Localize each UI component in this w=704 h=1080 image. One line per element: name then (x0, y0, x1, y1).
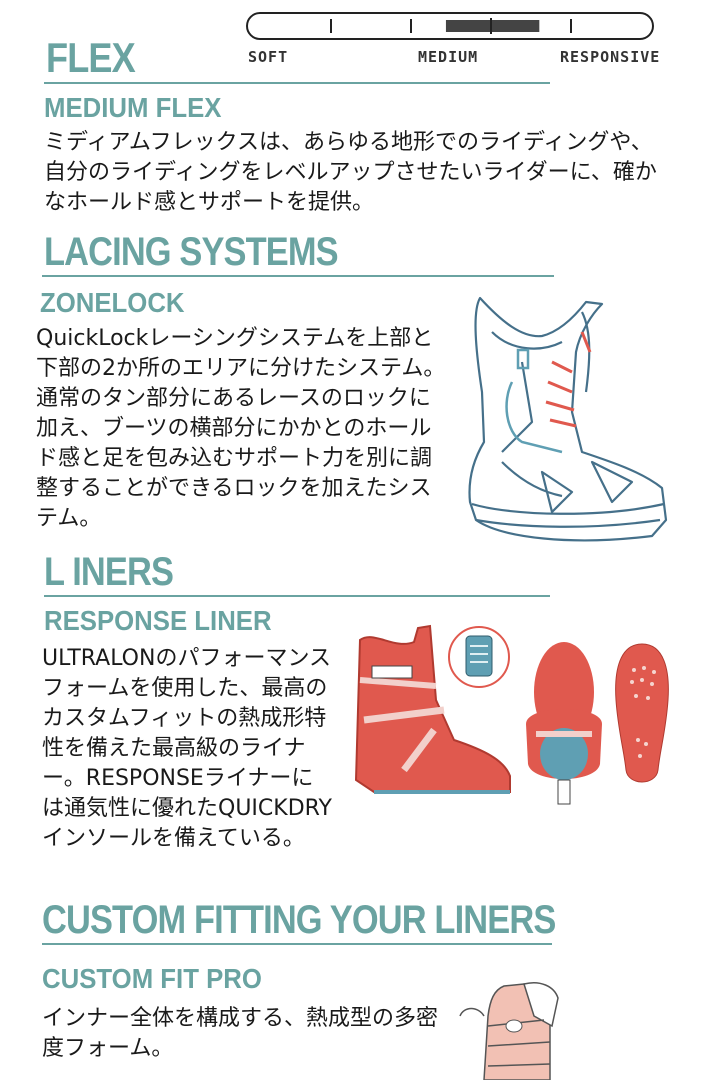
flex-level-fill (445, 20, 540, 32)
flex-description: ミディアムフレックスは、あらゆる地形でのライディングや、自分のライディングをレベ… (44, 130, 657, 215)
liner-topdown-icon (526, 642, 602, 805)
flex-label-soft: SOFT (248, 48, 289, 66)
custom-fit-liner-icon (459, 982, 559, 1080)
lacing-heading: LACING SYSTEMS (44, 230, 339, 274)
custom-divider (42, 943, 552, 945)
flex-label-responsive: RESPONSIVE (560, 48, 661, 66)
flex-scale-bar (246, 12, 654, 40)
flex-subheading: MEDIUM FLEX (44, 92, 222, 123)
insole-icon (615, 643, 669, 783)
lacing-subheading: ZONELOCK (40, 287, 185, 318)
liners-divider (44, 595, 550, 597)
liners-heading: L INERS (44, 550, 174, 594)
flex-divider (44, 82, 550, 84)
liners-subheading: RESPONSE LINER (44, 605, 272, 636)
flex-heading: FLEX (46, 34, 136, 81)
liner-detail-circle-icon (448, 626, 510, 688)
boot-liner-icon (354, 624, 511, 794)
liners-description: ULTRALONのパフォーマンスフォームを使用した、最高のカスタムフィットの熱成… (42, 646, 332, 851)
lacing-description: QuickLockレーシングシステムを上部と下部の2か所のエリアに分けたシステム… (36, 326, 446, 531)
lacing-divider (42, 275, 554, 277)
custom-heading: CUSTOM FITTING YOUR LINERS (42, 898, 556, 942)
custom-description: インナー全体を構成する、熱成型の多密度フォーム。 (42, 1006, 439, 1061)
flex-label-medium: MEDIUM (418, 48, 479, 66)
snowboard-boot-icon (468, 296, 668, 542)
custom-subheading: CUSTOM FIT PRO (42, 963, 262, 994)
